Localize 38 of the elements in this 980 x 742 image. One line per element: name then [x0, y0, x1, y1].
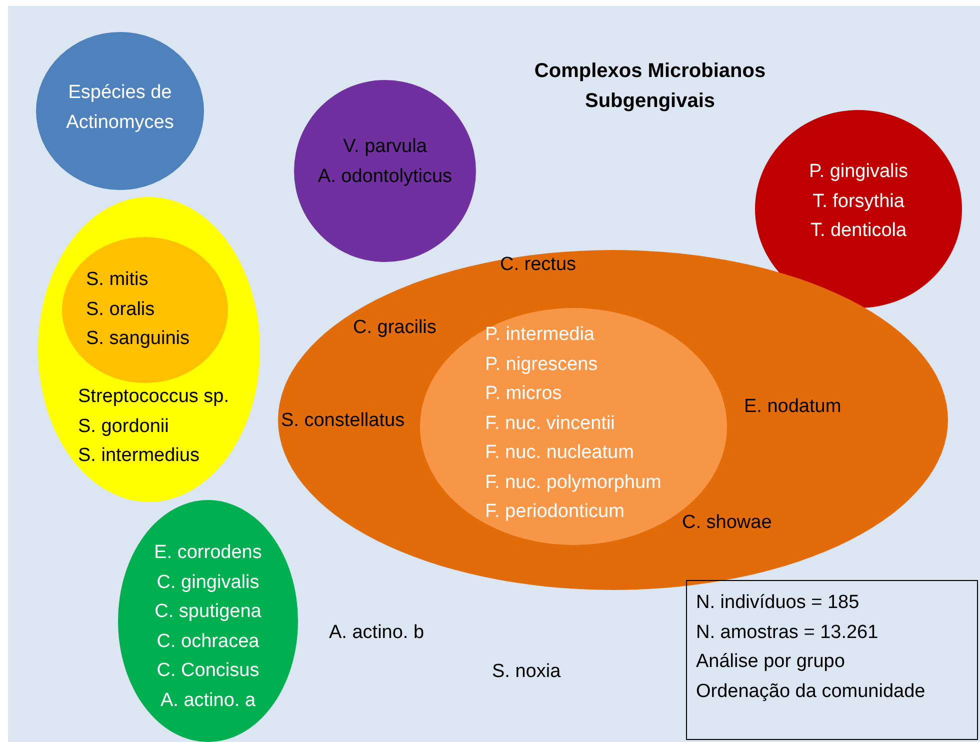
species-name: S. mitis: [86, 268, 148, 292]
species-name: A. odontolyticus: [318, 164, 452, 188]
species-name: S. constellatus: [281, 409, 405, 433]
species-name: C. Concisus: [156, 659, 260, 683]
species-name: C. ochracea: [156, 630, 260, 654]
species-name: F. nuc. vincentii: [485, 412, 615, 436]
diagram-title: Complexos Microbianos Subgengivais: [533, 59, 767, 114]
species-name: V. parvula: [343, 135, 427, 159]
species-name: E. nodatum: [744, 395, 842, 419]
species-name: F. nuc. nucleatum: [485, 441, 634, 465]
species-name: S. intermedius: [78, 444, 200, 468]
species-name: C. sputigena: [154, 600, 262, 624]
species-name: C. gracilis: [353, 316, 436, 340]
species-name: T. forsythia: [812, 190, 904, 214]
species-name: S. noxia: [492, 660, 561, 684]
info-text: N. amostras = 13.261: [696, 620, 878, 644]
species-name: T. denticola: [810, 219, 907, 243]
species-name: A. actino. a: [160, 688, 256, 712]
species-name: P. micros: [485, 382, 562, 406]
species-name: S. gordonii: [78, 414, 169, 438]
species-name: C. rectus: [500, 253, 576, 277]
species-name: C. showae: [682, 511, 772, 535]
species-name: S. oralis: [86, 298, 155, 322]
species-name: C. gingivalis: [156, 570, 260, 594]
species-name: Streptococcus sp.: [78, 385, 230, 409]
species-name: Espécies de Actinomyces: [65, 81, 175, 134]
species-name: F. periodonticum: [485, 500, 624, 524]
species-name: A. actino. b: [329, 621, 424, 645]
species-name: S. sanguinis: [86, 327, 190, 351]
info-text: Análise por grupo: [696, 650, 845, 674]
species-name: P. intermedia: [485, 323, 594, 347]
info-box: [686, 580, 978, 740]
info-text: N. indivíduos = 185: [696, 591, 860, 615]
species-name: E. corrodens: [154, 541, 262, 565]
species-name: F. nuc. polymorphum: [485, 470, 662, 494]
species-name: P. nigrescens: [485, 352, 598, 376]
species-name: P. gingivalis: [809, 160, 908, 184]
info-text: Ordenação da comunidade: [696, 680, 926, 704]
